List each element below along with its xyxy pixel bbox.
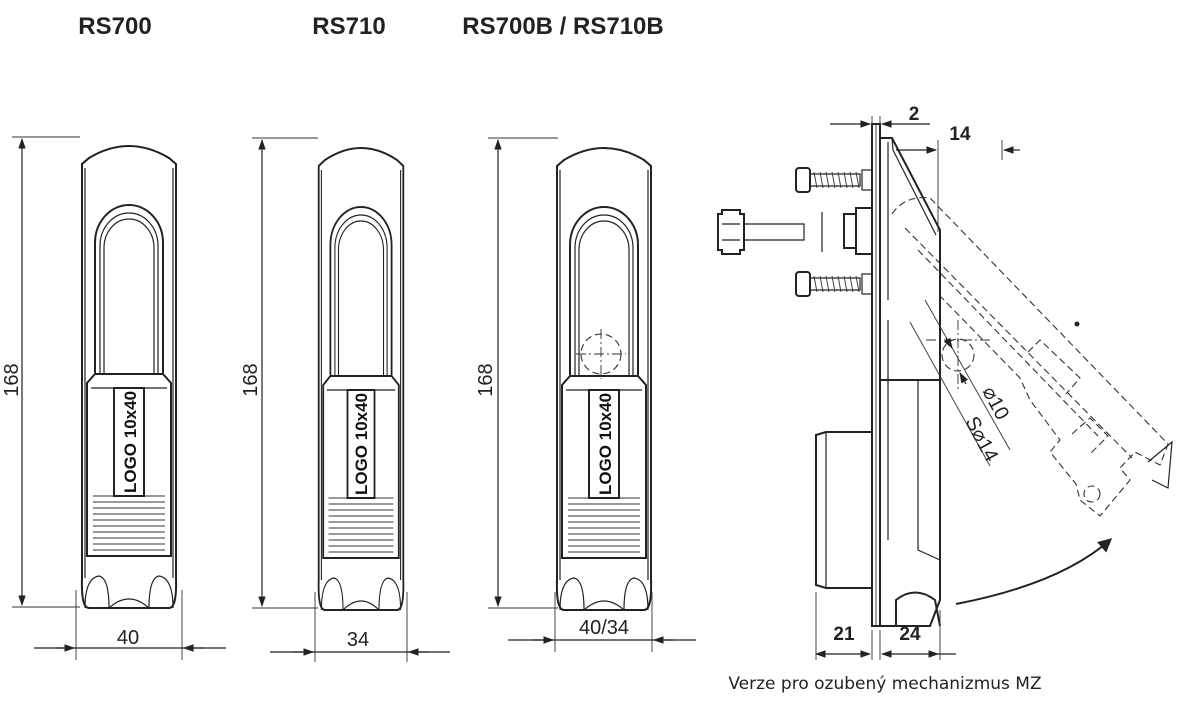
hex-bolt bbox=[717, 207, 873, 255]
offset-dimension: 14 bbox=[896, 124, 1020, 232]
side-view-caption: Verze pro ozubený mechanizmus MZ bbox=[728, 674, 1041, 694]
mounting-screw-bottom bbox=[795, 271, 873, 297]
height-label-rs710: 168 bbox=[240, 363, 262, 396]
left-depth-label: 21 bbox=[833, 624, 855, 645]
width-label-rs700: 40 bbox=[117, 627, 139, 649]
pivot-hole bbox=[909, 299, 1011, 467]
width-label-rs700b: 40/34 bbox=[579, 617, 629, 639]
width-dimension-rs700: 40 bbox=[34, 590, 226, 660]
logo-label-rs700: LOGO 10x40 bbox=[121, 391, 140, 493]
model-rs700: RS700 LOGO 10x40 168 40 bbox=[1, 13, 226, 660]
thickness-label: 2 bbox=[909, 104, 920, 125]
height-dimension-rs710: 168 bbox=[240, 137, 318, 609]
swing-direction-arrow bbox=[955, 538, 1113, 605]
width-label-rs710: 34 bbox=[347, 629, 369, 651]
logo-label-rs710: LOGO 10x40 bbox=[352, 393, 371, 495]
right-depth-label: 24 bbox=[899, 624, 921, 645]
mounting-screw-top bbox=[795, 167, 873, 193]
logo-label-rs700b: LOGO 10x40 bbox=[596, 393, 615, 495]
handle-front-view-rs710: LOGO 10x40 bbox=[317, 147, 405, 611]
height-dimension-rs700b: 168 bbox=[475, 137, 558, 609]
height-dimension-rs700: 168 bbox=[1, 136, 80, 608]
model-title-rs710: RS710 bbox=[312, 13, 385, 40]
model-rs710: RS710 LOGO 10x40 168 34 bbox=[240, 13, 450, 662]
lock-housing bbox=[815, 431, 873, 589]
model-rs700b-rs710b: RS700B / RS710B LOGO 10x40 168 40/34 bbox=[462, 13, 696, 652]
model-title-rs700b-rs710b: RS700B / RS710B bbox=[462, 13, 663, 40]
thickness-dimension: 2 bbox=[830, 104, 930, 130]
width-dimension-rs700b: 40/34 bbox=[508, 592, 696, 652]
height-label-rs700: 168 bbox=[1, 363, 23, 396]
lever-open-position-hidden bbox=[891, 197, 1173, 517]
handle-front-view-rs700: LOGO 10x40 bbox=[80, 145, 178, 609]
model-title-rs700: RS700 bbox=[78, 13, 151, 40]
height-label-rs700b: 168 bbox=[475, 363, 497, 396]
handle-front-view-rs700b: LOGO 10x40 bbox=[555, 147, 653, 611]
handle-side-profile bbox=[880, 137, 941, 627]
width-dimension-rs710: 34 bbox=[270, 592, 450, 662]
offset-label: 14 bbox=[949, 124, 971, 145]
side-view-section: ⌀10 S⌀14 2 14 21 24 bbox=[717, 104, 1173, 694]
bottom-dimensions: 21 24 bbox=[814, 592, 956, 660]
